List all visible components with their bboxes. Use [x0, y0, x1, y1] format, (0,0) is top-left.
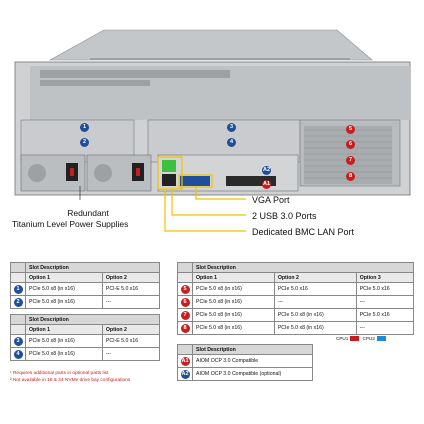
slot-badge: 3	[13, 336, 23, 346]
table-cell: ---	[355, 321, 415, 335]
table-cell: AIOM OCP 3.0 Compatible	[192, 354, 313, 368]
table-title: Slot Description	[25, 314, 160, 325]
slot-badge: 6	[180, 297, 190, 307]
table-cell: PCIe 5.0 x8 (in x16)	[25, 334, 103, 348]
aiom-badge: A2	[180, 369, 190, 379]
legend-label-cpu1: CPU1	[336, 336, 349, 341]
slot-badge: 8	[180, 323, 190, 333]
column-header: Option 1	[192, 272, 275, 283]
slot-badge: 3	[227, 123, 236, 132]
cpu1-swatch	[350, 336, 360, 342]
server-rear-illustration	[14, 29, 411, 200]
slot-badge: 5	[180, 284, 190, 294]
table-cell: PCIe 5.0 x8 (in x16)	[273, 308, 357, 322]
column-header: Option 2	[101, 324, 161, 335]
table-cell: PCIe 5.0 x16	[273, 282, 357, 296]
column-header: Option 3	[355, 272, 415, 283]
table-cell: PCIe 5.0 x8 (in x16)	[192, 308, 275, 322]
table-cell: PCIe 5.0 x16	[355, 282, 415, 296]
vga-port-callout: VGA Port	[252, 195, 290, 205]
slot-badge: 4	[13, 349, 23, 359]
slot-badge: 8	[346, 172, 355, 181]
slot-badge: 1	[13, 284, 23, 294]
table-cell: PCI-E 5.0 x16	[101, 282, 161, 296]
footnote-2: ² Not available in 16 & 24 NVMe drive ba…	[10, 378, 131, 383]
footnote-text: Not available in 16 & 24 NVMe drive bay …	[12, 378, 131, 383]
table-cell: ---	[273, 295, 357, 309]
callout-leaders	[164, 190, 246, 232]
table-cell: PCIe 5.0 x8 (in x16)	[192, 321, 275, 335]
callout-line: Redundant	[67, 208, 109, 218]
table-cell: PCIe 5.0 x8 (in x16)	[192, 295, 275, 309]
column-header: Option 2	[273, 272, 357, 283]
column-header: Option 1	[25, 272, 103, 283]
table-title: Slot Description	[192, 262, 414, 273]
table-cell: PCIe 5.0 x8 (in x16)	[25, 282, 103, 296]
table-cell: ---	[355, 295, 415, 309]
column-header: Option 1	[25, 324, 103, 335]
cpu2-swatch	[376, 336, 386, 342]
table-cell: PCIe 5.0 x8 (in x16)	[25, 347, 103, 361]
slot-badge: 7	[180, 310, 190, 320]
table-cell: PCIe 5.0 x16	[355, 308, 415, 322]
table-title: Slot Description	[192, 344, 313, 355]
bmc-lan-callout: Dedicated BMC LAN Port	[252, 227, 355, 237]
table-cell: PCI-E 5.0 x16	[101, 334, 161, 348]
slot-badge: 7	[346, 156, 355, 165]
slot-badge: 2	[13, 297, 23, 307]
slot-badge: 1	[80, 123, 89, 132]
table-cell: ---	[101, 295, 161, 309]
footnote-1: ¹ Requires additional parts in optional …	[10, 371, 109, 376]
aiom-badge: A2	[262, 166, 271, 175]
power-supply-callout-line2: Titanium Level Power Supplies	[12, 219, 129, 229]
aiom-badge: A1	[262, 180, 271, 189]
table-title: Slot Description	[25, 262, 160, 273]
slot-badge: 4	[227, 138, 236, 147]
slot-badge: 5	[346, 125, 355, 134]
table-cell: ---	[101, 347, 161, 361]
usb-ports-callout: 2 USB 3.0 Ports	[252, 211, 317, 221]
table-cell: PCIe 5.0 x8 (in x16)	[273, 321, 357, 335]
cpu-legend: CPU1 CPU2	[336, 336, 388, 342]
column-header: Option 2	[101, 272, 161, 283]
table-cell: AIOM OCP 3.0 Compatible (optional)	[192, 367, 313, 381]
table-cell: PCIe 5.0 x8 (in x16)	[25, 295, 103, 309]
power-supply-callout: Redundant	[48, 208, 128, 218]
slot-badge: 6	[346, 140, 355, 149]
legend-label-cpu2: CPU2	[362, 336, 375, 341]
footnote-text: Requires additional parts in optional pa…	[12, 371, 109, 376]
slot-badge: 2	[80, 138, 89, 147]
table-cell: PCIe 5.0 x8 (in x16)	[192, 282, 275, 296]
aiom-badge: A1	[180, 356, 190, 366]
